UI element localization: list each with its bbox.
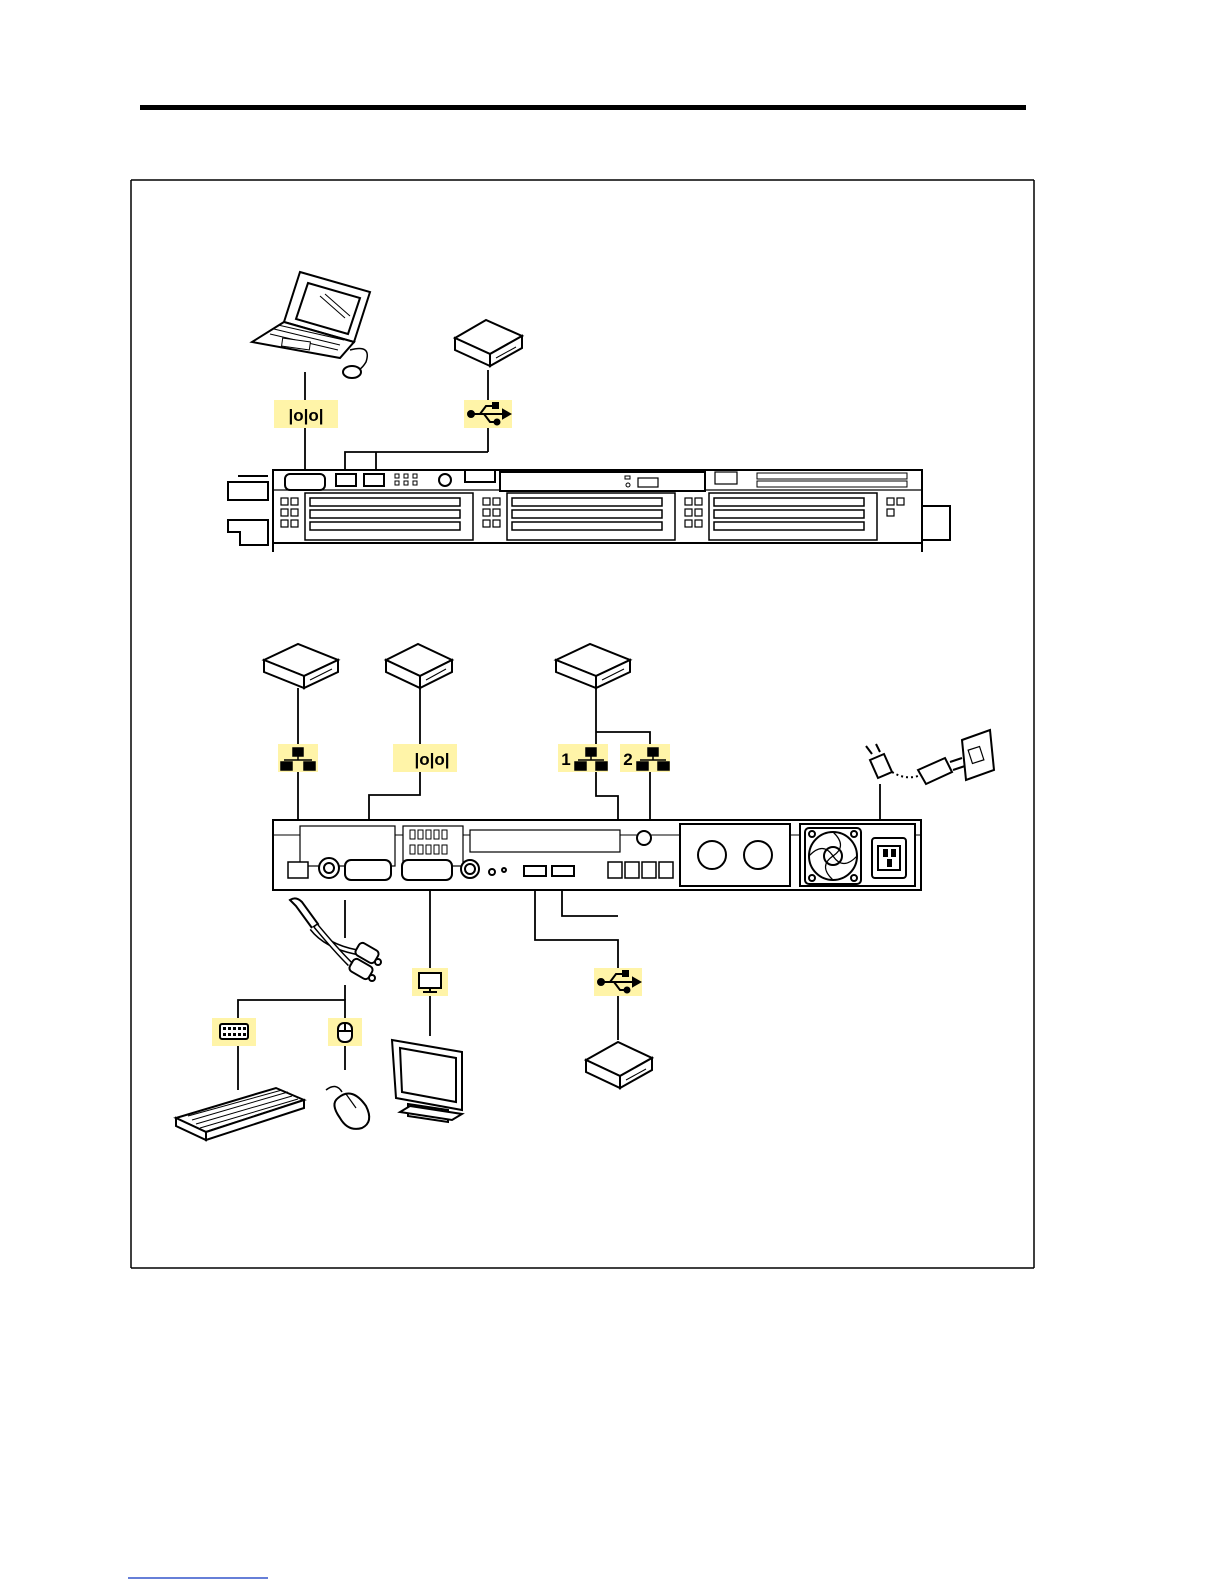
ps2-y-cable-icon [290,898,381,981]
keyboard-label [212,1018,256,1046]
serial-label-front: |o|o| [274,400,338,428]
usb-label-rear [594,968,642,996]
mouse-device-icon [326,1086,369,1128]
keyboard-device-icon [176,1088,304,1140]
monitor-device-icon [392,1040,462,1122]
server-rear-panel [273,820,921,890]
lan-device-b-icon [556,644,630,688]
lan-port-2-number: 2 [623,750,632,769]
power-plug-icon [866,730,994,784]
serial-label-rear-text: |o|o| [414,750,449,769]
lan-device-a-icon [264,644,338,688]
laptop-icon [252,272,370,378]
keyboard-icon [220,1024,248,1039]
lan-label-a [278,744,318,772]
server-front-panel [228,470,950,552]
mouse-label [328,1018,362,1046]
lan-port-1-number: 1 [561,750,570,769]
lan-label-2: 2 [620,744,670,772]
usb-device-rear-icon [586,1042,652,1088]
serial-device-icon [386,644,452,688]
serial-label-front-text: |o|o| [288,406,323,425]
monitor-label [412,968,448,996]
mouse-icon [338,1023,352,1042]
usb-label-front [464,400,512,428]
serial-label-rear: |o|o| [393,744,457,772]
lan-label-1: 1 [558,744,608,772]
page-header-rule [140,105,1026,110]
usb-device-front-icon [455,320,522,366]
